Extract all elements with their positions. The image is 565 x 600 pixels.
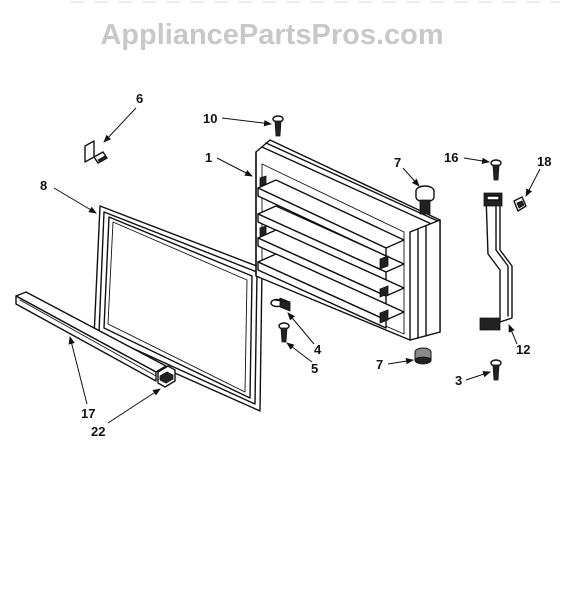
- callout-10: 10: [203, 111, 217, 126]
- part-17-trim-strip: [15, 291, 167, 382]
- leader-7-bottom: [387, 357, 414, 365]
- leader-4: [287, 312, 315, 345]
- callout-22: 22: [91, 424, 105, 439]
- part-6-clip: [84, 140, 108, 164]
- part-12-handle: [479, 192, 513, 331]
- callout-6: 6: [136, 91, 143, 106]
- part-18-cap: [513, 196, 527, 212]
- part-1-door-liner: [255, 139, 441, 341]
- callout-1: 1: [205, 150, 212, 165]
- part-3-screw: [490, 359, 502, 381]
- part-4-bracket: [270, 297, 291, 312]
- leader-17: [68, 336, 88, 405]
- leader-22: [107, 388, 161, 424]
- callout-7-top: 7: [394, 155, 401, 170]
- part-5-screw: [278, 322, 290, 343]
- callout-7-bottom: 7: [376, 357, 383, 372]
- leader-6: [103, 107, 137, 143]
- part-7-bottom-plug: [414, 347, 432, 365]
- part-8-gasket: [93, 205, 263, 412]
- leader-12: [508, 324, 518, 345]
- leader-5: [286, 342, 313, 363]
- callout-16: 16: [444, 150, 458, 165]
- callout-17: 17: [81, 406, 95, 421]
- callout-3: 3: [455, 373, 462, 388]
- part-7-top-plug: [415, 185, 435, 215]
- leader-16: [463, 157, 490, 165]
- leader-3: [465, 371, 491, 381]
- callout-5: 5: [311, 361, 318, 376]
- watermark: AppliancePartsPros.com: [100, 19, 443, 51]
- leader-8: [53, 187, 97, 214]
- leader-1: [216, 157, 253, 177]
- part-10-screw: [272, 115, 284, 137]
- leader-10: [221, 117, 272, 127]
- part-16-screw: [490, 159, 502, 181]
- leader-7-top: [402, 167, 420, 187]
- leader-18: [525, 168, 541, 197]
- callout-4: 4: [314, 342, 322, 357]
- callout-8: 8: [40, 178, 47, 193]
- callout-labels: 6 10 1 7 16 18 8 4 5 7 12 3 17 22: [40, 91, 551, 439]
- callout-12: 12: [516, 342, 530, 357]
- leader-lines: [53, 107, 541, 424]
- callout-18: 18: [537, 154, 551, 169]
- part-22-end-cap: [157, 365, 176, 388]
